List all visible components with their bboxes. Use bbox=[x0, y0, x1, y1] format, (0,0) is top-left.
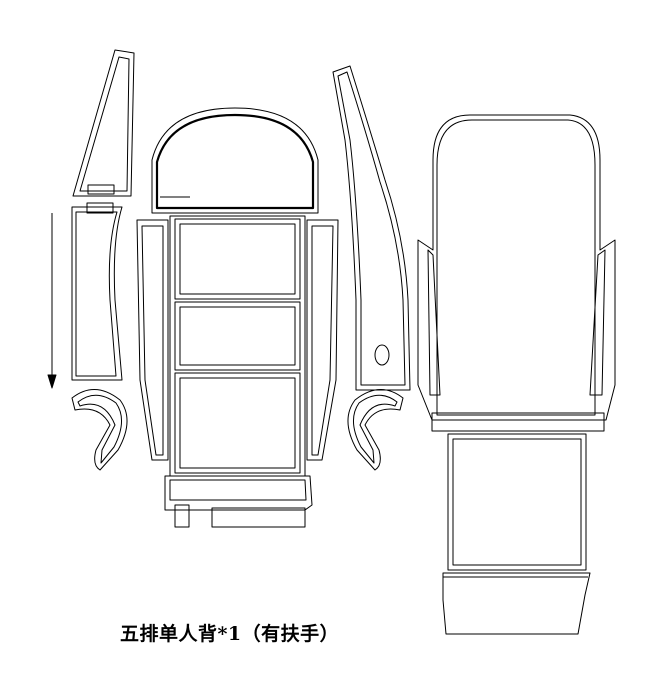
headrest-panel bbox=[151, 107, 319, 214]
right-armrest-piece bbox=[347, 389, 404, 471]
left-side-strip bbox=[71, 202, 123, 381]
rear-back-panel bbox=[417, 114, 616, 432]
backrest-panel-middle bbox=[174, 301, 301, 371]
backrest-frame bbox=[169, 215, 306, 477]
rear-bottom-trim bbox=[442, 572, 591, 635]
backrest-bottom-trim bbox=[164, 475, 313, 528]
direction-arrow bbox=[47, 213, 57, 389]
left-upper-side-strip bbox=[72, 49, 135, 197]
left-bolster bbox=[136, 219, 169, 461]
diagram-caption: 五排单人背*1（有扶手） bbox=[120, 623, 340, 645]
left-armrest-piece bbox=[71, 389, 128, 471]
right-bolster bbox=[306, 219, 339, 461]
backrest-panel-top bbox=[174, 218, 301, 300]
backrest-panel-bottom bbox=[174, 372, 301, 474]
right-side-strip bbox=[332, 65, 411, 391]
rear-lower-panel bbox=[447, 433, 587, 571]
